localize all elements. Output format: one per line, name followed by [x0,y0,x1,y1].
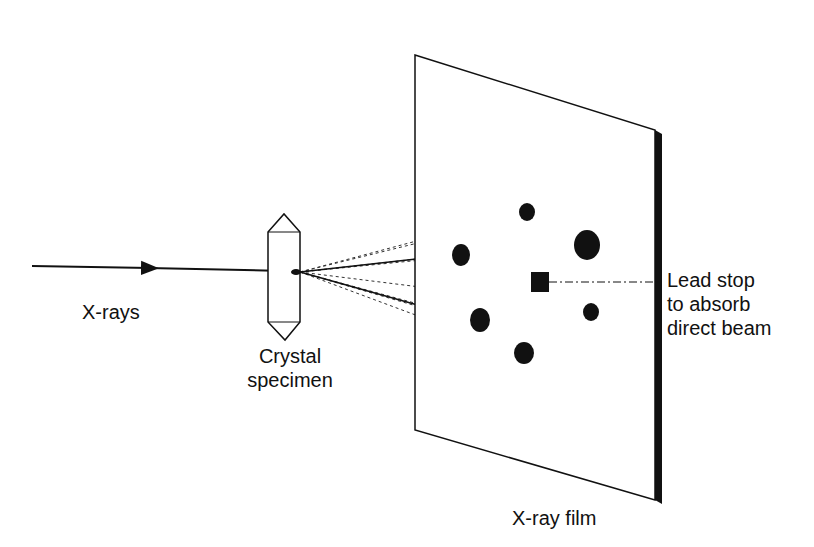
crystal-edge [268,322,300,323]
beam-label: X-rays [82,300,140,324]
specimen-label: Crystal specimen [235,344,345,392]
diffraction-spots [452,203,600,364]
xray-beam [148,268,285,271]
film-edge [655,130,662,504]
crystal-edge [268,232,300,233]
lead-stop [531,272,549,292]
xray-film [415,55,655,500]
crystal-outline [268,214,300,340]
lead-stop-label: Lead stop to absorb direct beam [667,268,774,340]
leader-line [549,282,662,283]
xray-beam [32,266,150,268]
film-label: X-ray film [512,506,596,530]
specimen-point [291,269,301,275]
